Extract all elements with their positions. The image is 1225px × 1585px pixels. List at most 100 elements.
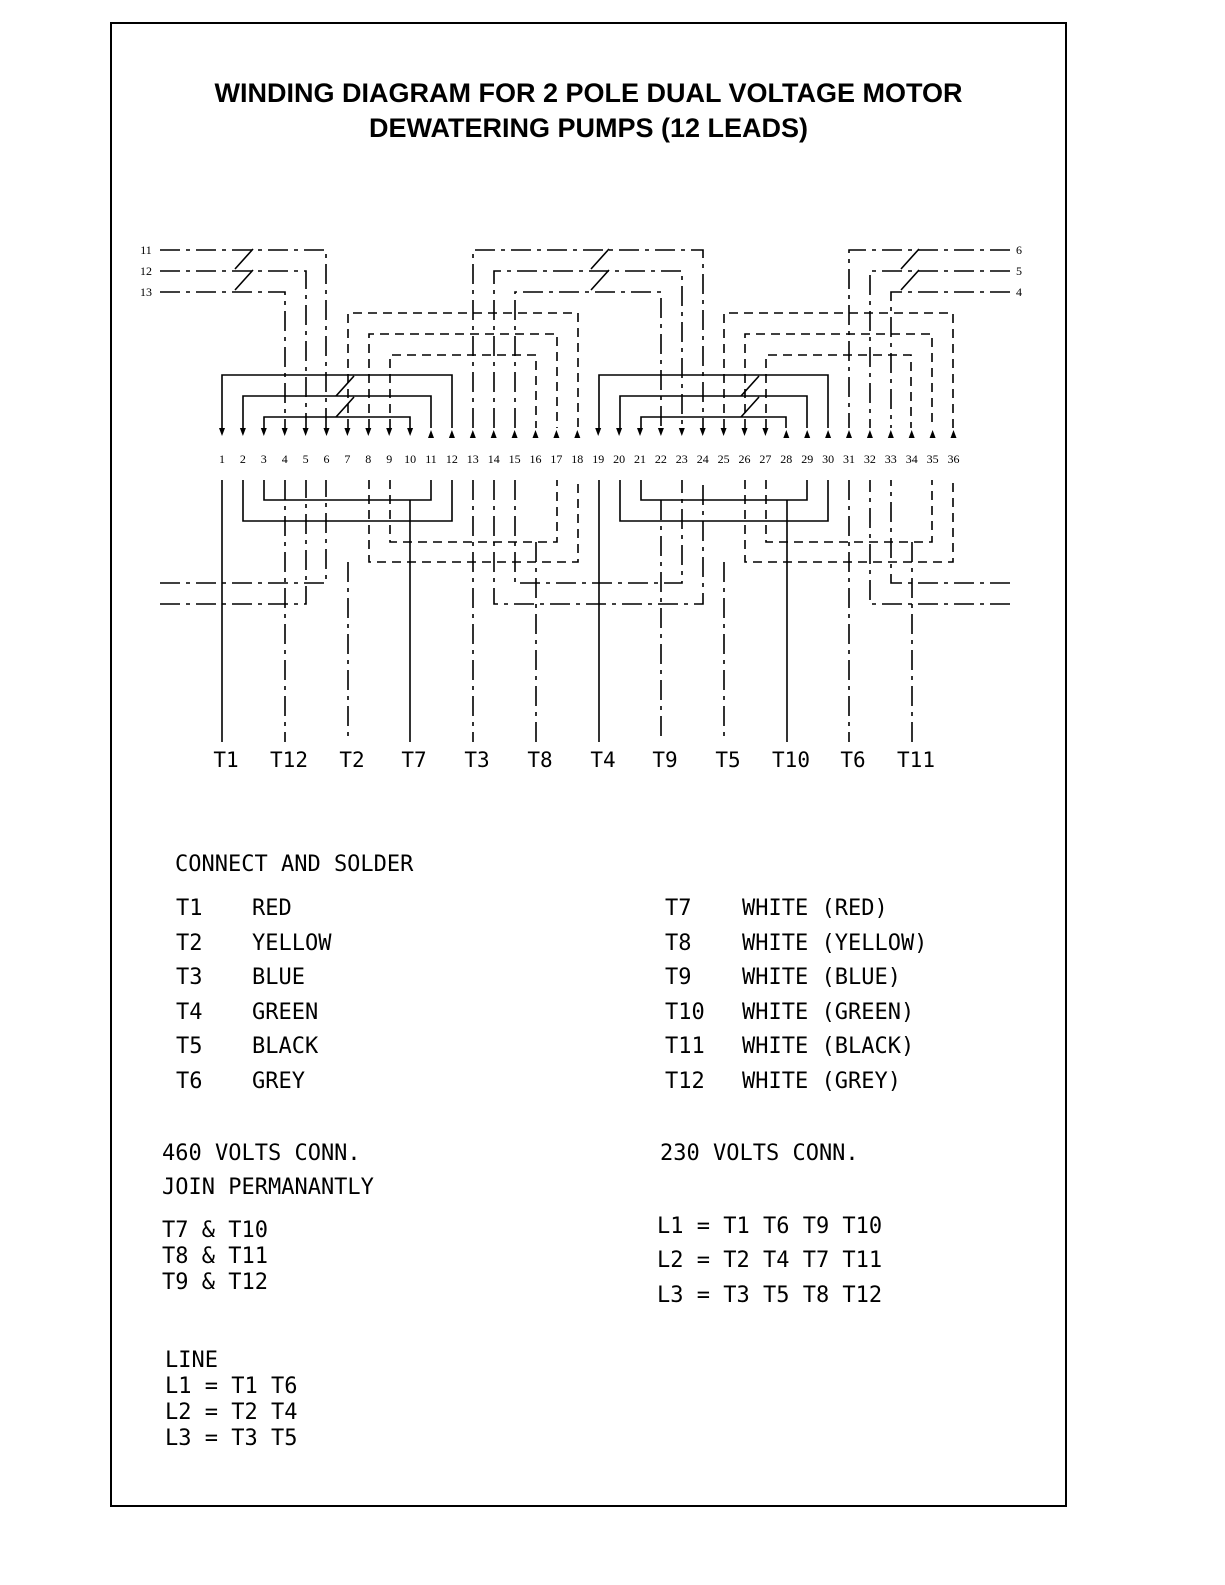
crossover-mark bbox=[234, 269, 254, 291]
lead-color: WHITE (GREEN) bbox=[742, 1000, 915, 1025]
diagram-title-line-2: DEWATERING PUMPS (12 LEADS) bbox=[368, 113, 809, 143]
crossover-mark bbox=[590, 269, 610, 291]
terminal-label: T5 bbox=[715, 748, 740, 772]
slot-number: 27 bbox=[759, 452, 771, 466]
slot-number: 15 bbox=[509, 452, 521, 466]
slot-number: 6 bbox=[324, 452, 330, 466]
arrow-down-icon bbox=[302, 428, 309, 436]
arrow-down-icon bbox=[344, 428, 351, 436]
return-lead bbox=[160, 480, 307, 605]
terminal-code: T1 bbox=[176, 896, 203, 921]
terminal-code: T11 bbox=[665, 1034, 705, 1059]
slot-number: 34 bbox=[906, 452, 918, 466]
arrow-up-icon bbox=[950, 430, 957, 438]
coil-loop bbox=[368, 333, 558, 428]
lead-color: WHITE (BLUE) bbox=[742, 965, 901, 990]
arrow-up-icon bbox=[532, 430, 539, 438]
phase-lead bbox=[160, 249, 327, 428]
arrow-up-icon bbox=[428, 430, 434, 438]
arrow-up-icon bbox=[783, 430, 790, 438]
crossover-mark bbox=[335, 375, 355, 397]
v230-line-row: L1 = T1 T6 T9 T10 bbox=[657, 1214, 883, 1239]
arrow-down-icon bbox=[239, 428, 246, 436]
arrow-up-icon bbox=[866, 430, 873, 438]
terminal-code: T2 bbox=[176, 931, 203, 956]
slot-number: 11 bbox=[425, 452, 437, 466]
phase-label-right: 6 bbox=[1016, 243, 1022, 257]
lead-color: BLUE bbox=[252, 965, 305, 990]
slot-number: 26 bbox=[739, 452, 751, 466]
lead-color: RED bbox=[252, 896, 292, 921]
slot-number: 18 bbox=[571, 452, 583, 466]
crossover-mark bbox=[740, 375, 760, 397]
line-row: L1 = T1 T6 bbox=[165, 1374, 298, 1399]
lead-color: WHITE (YELLOW) bbox=[742, 931, 928, 956]
terminal-label: T3 bbox=[464, 748, 489, 772]
return-lead bbox=[869, 480, 1010, 605]
slot-number: 14 bbox=[488, 452, 500, 466]
arrow-up-icon bbox=[887, 430, 894, 438]
arrow-down-icon bbox=[323, 428, 330, 436]
terminal-label: T12 bbox=[270, 748, 308, 772]
arrow-down-icon bbox=[281, 428, 288, 436]
slot-number: 29 bbox=[801, 452, 813, 466]
arrow-down-icon bbox=[365, 428, 372, 436]
slot-number: 20 bbox=[613, 452, 625, 466]
lead-color: GREY bbox=[252, 1069, 305, 1094]
phase-lead bbox=[514, 291, 662, 428]
arrow-down-icon bbox=[386, 428, 393, 436]
lead-color: YELLOW bbox=[252, 931, 332, 956]
terminal-code: T8 bbox=[665, 931, 692, 956]
slot-number: 25 bbox=[718, 452, 730, 466]
crossover-mark bbox=[900, 248, 920, 270]
phase-lead bbox=[472, 249, 704, 428]
slot-number: 28 bbox=[780, 452, 792, 466]
terminal-label: T10 bbox=[772, 748, 810, 772]
crossover-mark bbox=[234, 248, 254, 270]
arrow-up-icon bbox=[553, 430, 560, 438]
slot-number: 19 bbox=[592, 452, 604, 466]
slot-number: 2 bbox=[240, 452, 246, 466]
coil-loop bbox=[389, 480, 558, 543]
slot-number: 3 bbox=[261, 452, 267, 466]
arrow-down-icon bbox=[407, 428, 414, 436]
slot-number: 36 bbox=[948, 452, 960, 466]
slot-number: 35 bbox=[927, 452, 939, 466]
phase-label-left: 11 bbox=[140, 243, 152, 257]
slot-number: 31 bbox=[843, 452, 855, 466]
phase-lead bbox=[160, 270, 307, 428]
lead-color: BLACK bbox=[252, 1034, 319, 1059]
v230-heading: 230 VOLTS CONN. bbox=[660, 1141, 859, 1166]
coil-loop bbox=[347, 312, 579, 428]
slot-number: 22 bbox=[655, 452, 667, 466]
slot-number: 4 bbox=[282, 452, 288, 466]
arrow-up-icon bbox=[448, 430, 455, 438]
arrow-down-icon bbox=[616, 428, 623, 436]
lead-color: WHITE (RED) bbox=[742, 896, 888, 921]
slot-number: 8 bbox=[365, 452, 371, 466]
slot-number: 13 bbox=[467, 452, 479, 466]
crossover-mark bbox=[900, 269, 920, 291]
terminal-label: T6 bbox=[840, 748, 865, 772]
arrow-up-icon bbox=[469, 430, 476, 438]
coil-loop bbox=[744, 333, 933, 428]
arrow-down-icon bbox=[219, 428, 225, 436]
terminal-code: T5 bbox=[176, 1034, 203, 1059]
line-heading: LINE bbox=[165, 1348, 218, 1373]
terminal-code: T9 bbox=[665, 965, 692, 990]
arrow-down-icon bbox=[260, 428, 267, 436]
phase-label-right: 5 bbox=[1016, 264, 1022, 278]
arrow-down-icon bbox=[678, 428, 685, 436]
join-row: T8 & T11 bbox=[162, 1244, 268, 1269]
phase-label-left: 12 bbox=[140, 264, 152, 278]
join-row: T7 & T10 bbox=[162, 1218, 268, 1243]
arrow-up-icon bbox=[490, 430, 497, 438]
arrow-up-icon bbox=[825, 430, 832, 438]
coil-loop bbox=[221, 374, 453, 428]
arrow-down-icon bbox=[657, 428, 664, 436]
arrow-up-icon bbox=[908, 430, 915, 438]
slot-number: 10 bbox=[404, 452, 416, 466]
slot-number: 33 bbox=[885, 452, 897, 466]
connect-heading: CONNECT AND SOLDER bbox=[175, 852, 414, 877]
